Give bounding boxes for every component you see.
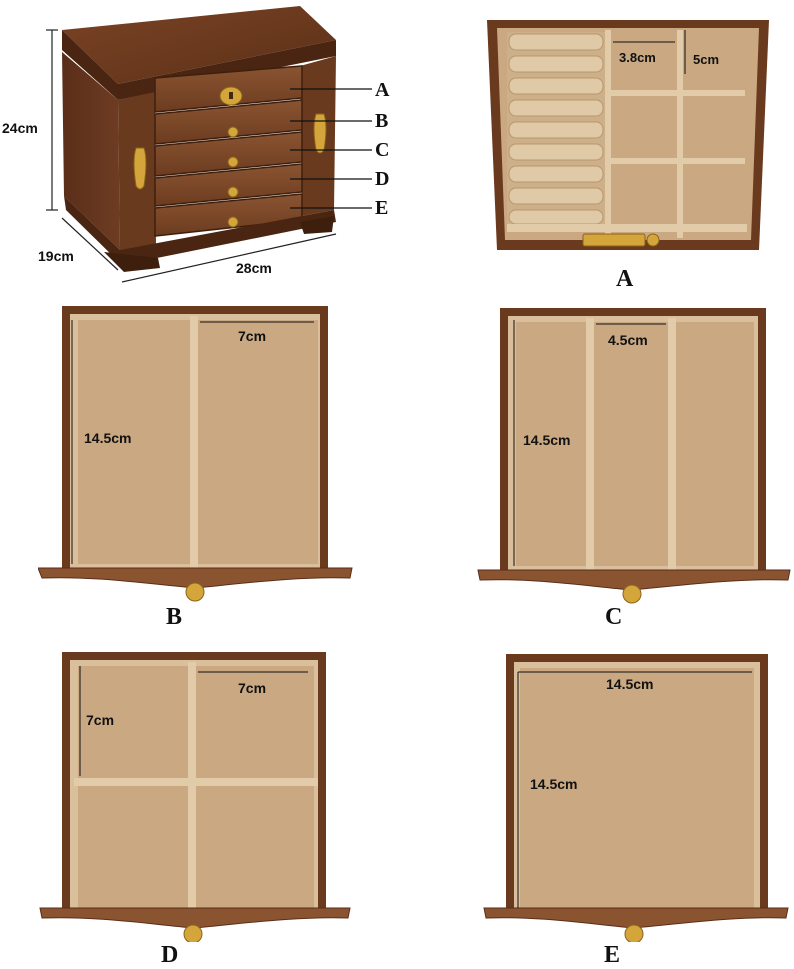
compartment-width-label: 4.5cm: [608, 332, 648, 348]
drawer-d-caption: D: [161, 942, 179, 968]
compartment-depth-label: 14.5cm: [84, 430, 132, 446]
ring-rolls: [507, 32, 605, 225]
compartment-depth-label: 14.5cm: [523, 432, 571, 448]
drawer-letter-e: E: [375, 197, 389, 219]
drawer-b-caption: B: [166, 604, 183, 630]
drawer-e-image: [483, 654, 789, 942]
drawer-d-panel: 7cm 7cm D: [38, 652, 358, 968]
compartment-depth-label: 7cm: [86, 712, 115, 728]
drawer-letter-a: A: [375, 79, 390, 101]
compartment-width-label: 7cm: [238, 328, 267, 344]
drawer-c-panel: 4.5cm 14.5cm C: [476, 308, 794, 638]
height-label: 24cm: [2, 120, 38, 136]
drawer-letter-b: B: [375, 110, 389, 132]
compartment-width-label: 7cm: [238, 680, 267, 696]
drawer-a-image: [487, 20, 769, 250]
drawer-a-panel: 3.8cm 5cm A: [483, 18, 773, 298]
drawer-d-image: [39, 652, 351, 942]
jewelry-box-image: [46, 6, 372, 283]
drawer-b-panel: 7cm 14.5cm B: [38, 306, 358, 636]
drawer-b-image: [38, 306, 353, 602]
drawer-letter-d: D: [375, 168, 390, 190]
compartment-width-label: 3.8cm: [619, 50, 656, 65]
jewelry-box-overview: 24cm 19cm 28cm A B C D E: [0, 0, 400, 290]
depth-label: 19cm: [38, 248, 74, 264]
compartment-depth-label: 14.5cm: [530, 776, 578, 792]
width-label: 28cm: [236, 260, 272, 276]
drawer-e-caption: E: [604, 942, 621, 968]
drawer-c-caption: C: [605, 604, 623, 630]
drawer-c-image: [477, 308, 791, 604]
compartment-width-label: 14.5cm: [606, 676, 654, 692]
drawer-letter-c: C: [375, 139, 390, 161]
drawer-a-caption: A: [616, 266, 634, 292]
drawer-e-panel: 14.5cm 14.5cm E: [482, 652, 794, 968]
compartment-depth-label: 5cm: [693, 52, 720, 67]
